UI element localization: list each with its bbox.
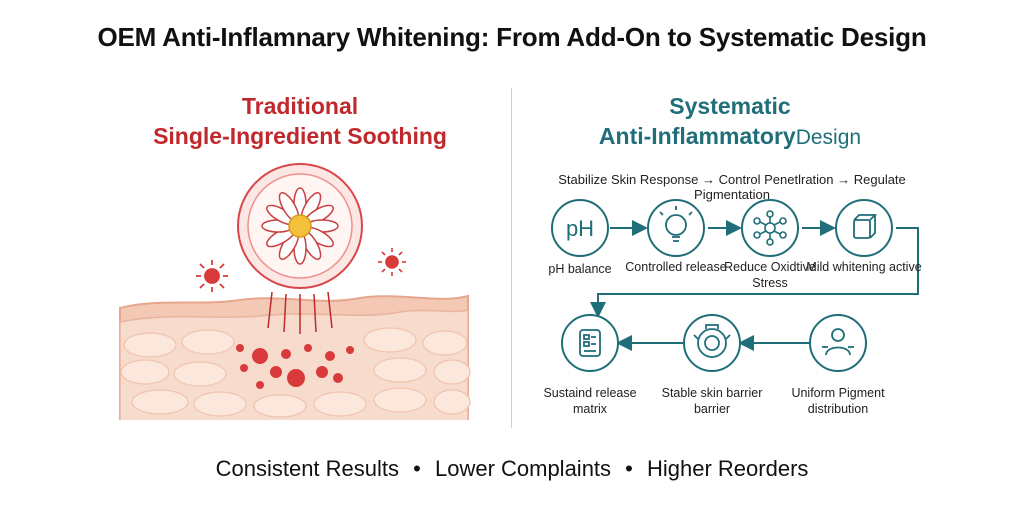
right-heading-line1: Systematic [669,93,791,119]
node-stable-barrier [683,314,741,372]
skin-illustration [119,163,471,420]
flow-caption: Stabilize Skin Response → Control Penetl… [558,172,906,202]
node-label-controlled-release: Controlled release [625,260,727,274]
bottom-banner: Consistent Results • Lower Complaints • … [0,456,1024,482]
flow-diagram: pH [551,199,919,372]
inflammation-dots [236,344,354,389]
banner-separator: • [625,456,633,481]
right-heading-line2: Anti-InflammatoryDesign [520,122,940,152]
banner-item-consistent-results: Consistent Results [215,456,400,481]
node-sustained-release [561,314,619,372]
node-label-stable-barrier: Stable skin barrier barrier [661,386,763,416]
node-ph: pH [551,199,609,257]
daisy-icon [261,187,339,265]
node-reduce-oxidative [741,199,799,257]
banner-separator: • [413,456,421,481]
node-mild-whitening [835,199,893,257]
flow-arrows [590,220,919,351]
right-heading-line2-main: Anti-Inflammatory [598,122,796,149]
person-icon [822,328,854,356]
matrix-tablet-icon [579,329,601,357]
penetration-lines [267,291,333,334]
node-label-mild-whitening: Mild whitening active [806,260,922,274]
left-heading-line2: Single-Ingredient Soothing [153,122,447,149]
node-uniform-pigment [809,314,867,372]
ph-icon: pH [566,216,594,241]
node-label-ph: pH balance [548,262,612,276]
shield-circle-icon [693,324,731,358]
left-heading: Traditional Single-Ingredient Soothing [110,92,490,152]
cube-icon [853,214,878,239]
banner-item-higher-reorders: Higher Reorders [647,456,809,481]
right-heading: Systematic Anti-InflammatoryDesign [520,92,940,152]
inflammation-burst-icon [378,248,406,276]
right-heading-line2-sub: Design [795,125,862,149]
node-label-reduce-oxidative: Reduce Oxidtive Stress [724,260,816,290]
node-label-uniform-pigment: Uniform Pigment distribution [791,386,885,416]
skin-cells [120,327,471,418]
left-heading-line1: Traditional [241,93,359,119]
page-title: OEM Anti-Inflamnary Whitening: From Add-… [97,22,927,52]
center-divider [511,88,512,428]
lightbulb-icon [659,206,693,242]
banner-item-lower-complaints: Lower Complaints [434,456,612,481]
molecule-icon [753,210,787,246]
node-label-sustained-release: Sustaind release matrix [543,386,637,416]
node-controlled-release [647,199,705,257]
inflammation-burst-icon [196,260,228,292]
